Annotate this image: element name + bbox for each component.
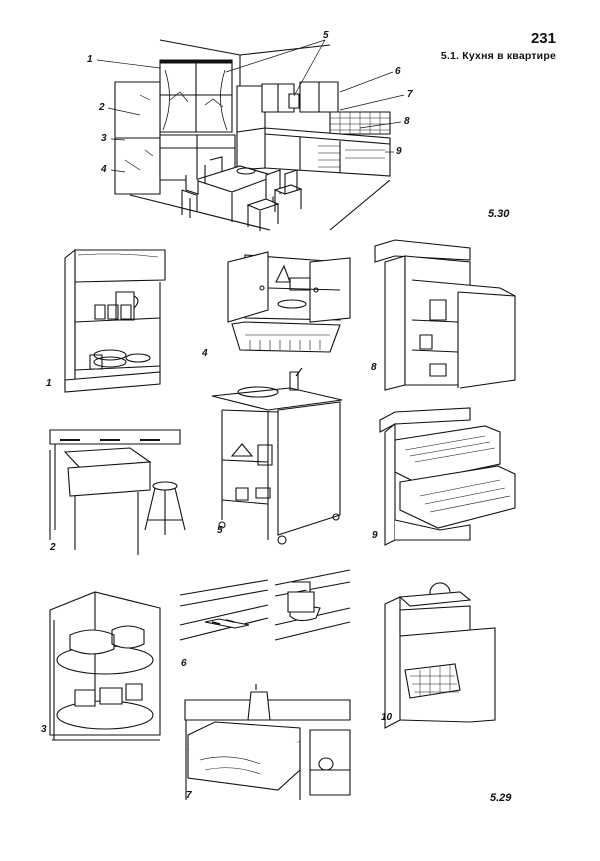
callout-1: 1 bbox=[87, 54, 93, 65]
detail-8-pullout-cabinet bbox=[375, 240, 515, 390]
callout-8: 8 bbox=[404, 116, 410, 127]
figure-label-5-29: 5.29 bbox=[490, 792, 512, 804]
detail-number-1: 1 bbox=[46, 378, 52, 389]
detail-number-3: 3 bbox=[41, 724, 47, 735]
callout-3: 3 bbox=[101, 133, 107, 144]
callout-5: 5 bbox=[323, 30, 329, 41]
detail-number-2: 2 bbox=[50, 542, 56, 553]
callout-9: 9 bbox=[396, 146, 402, 157]
detail-number-10: 10 bbox=[381, 712, 393, 723]
detail-number-5: 5 bbox=[217, 525, 223, 536]
detail-2-foldout-table bbox=[50, 430, 185, 555]
section-title: 5.1. Кухня в квартире bbox=[440, 50, 556, 62]
callout-4: 4 bbox=[101, 164, 107, 175]
detail-3-corner-carousel bbox=[50, 592, 160, 740]
detail-number-4: 4 bbox=[202, 348, 208, 359]
callout-2: 2 bbox=[99, 102, 105, 113]
detail-number-7: 7 bbox=[186, 790, 192, 801]
figure-label-5-30: 5.30 bbox=[488, 208, 510, 220]
detail-5-trolley bbox=[212, 368, 342, 544]
detail-number-9: 9 bbox=[372, 530, 378, 541]
detail-1-open-shelf bbox=[65, 250, 165, 392]
detail-10-basket-cabinet bbox=[385, 583, 495, 728]
callout-7: 7 bbox=[407, 89, 413, 100]
page-number: 231 bbox=[530, 30, 556, 47]
callout-6: 6 bbox=[395, 66, 401, 77]
detail-4-wall-cabinet bbox=[228, 252, 350, 352]
detail-6-cooktop bbox=[180, 570, 350, 640]
detail-7-pullout-board bbox=[185, 684, 350, 800]
detail-number-6: 6 bbox=[181, 658, 187, 669]
detail-9-drawers bbox=[380, 408, 515, 545]
detail-number-8: 8 bbox=[371, 362, 377, 373]
